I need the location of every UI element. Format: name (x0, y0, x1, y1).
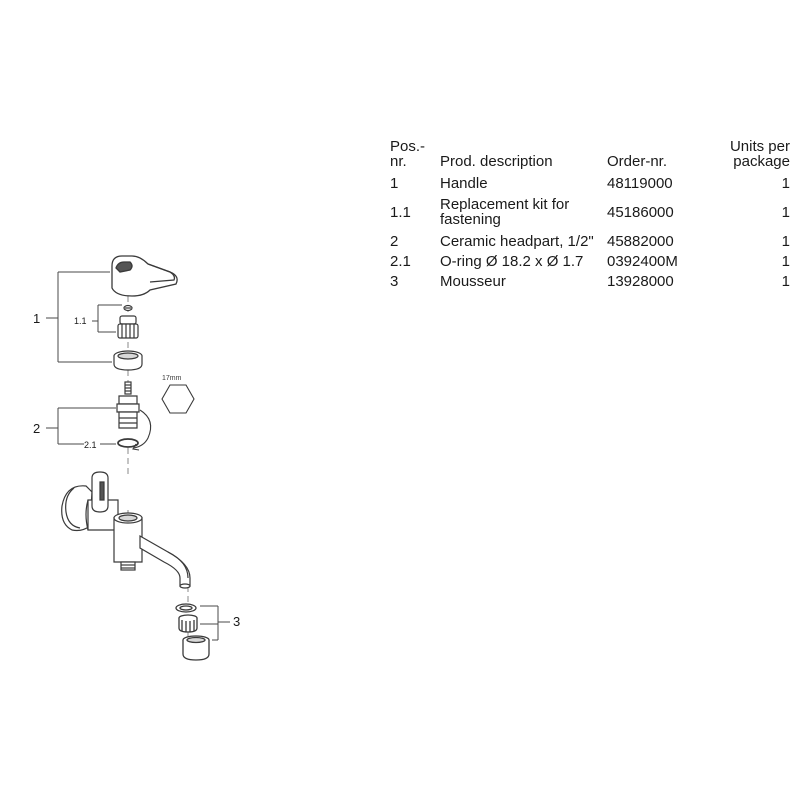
cell-order: 45882000 (607, 232, 674, 250)
cell-units: 1 (781, 232, 790, 250)
cell-units: 1 (781, 252, 790, 270)
hex-wrench-icon (161, 384, 195, 414)
callout-3: 3 (233, 614, 240, 629)
cell-pos: 2.1 (390, 252, 411, 270)
callout-1-1: 1.1 (74, 316, 87, 326)
cell-pos: 1.1 (390, 203, 411, 221)
mousseur-part (175, 603, 210, 661)
parts-list-table: Pos.- nr. Prod. description Order-nr. Un… (390, 139, 790, 291)
table-row: 2 Ceramic headpart, 1/2" 45882000 1 (390, 231, 790, 251)
cell-units: 1 (781, 203, 790, 221)
cell-pos: 1 (390, 174, 399, 192)
table-row: 2.1 O-ring Ø 18.2 x Ø 1.7 0392400M 1 (390, 251, 790, 271)
callout-lines (46, 271, 230, 641)
ceramic-headpart-part (116, 381, 140, 429)
callout-2: 2 (33, 421, 40, 436)
header-units: Units per package (729, 138, 790, 170)
fastening-kit-part (117, 304, 139, 339)
callout-2-1: 2.1 (84, 440, 97, 450)
cell-description: Replacement kit for fastening (440, 196, 570, 228)
cell-order: 0392400M (607, 252, 678, 270)
wrench-size-label: 17mm (162, 375, 182, 382)
header-description: Prod. description (440, 153, 553, 170)
cell-pos: 2 (390, 232, 399, 250)
cell-pos: 3 (390, 272, 399, 290)
parts-table-header: Pos.- nr. Prod. description Order-nr. Un… (390, 139, 790, 173)
faucet-body-part (61, 471, 191, 589)
cell-units: 1 (781, 272, 790, 290)
cover-ring-part (113, 350, 143, 371)
callout-1: 1 (33, 311, 40, 326)
center-axis (127, 296, 189, 640)
cell-order: 13928000 (607, 272, 674, 290)
table-row: 1.1 Replacement kit for fastening 451860… (390, 193, 790, 231)
header-pos: Pos.- nr. (390, 138, 426, 170)
cell-description: Ceramic headpart, 1/2" (440, 232, 594, 250)
table-row: 3 Mousseur 13928000 1 (390, 271, 790, 291)
handle-part (111, 255, 178, 297)
header-order: Order-nr. (607, 153, 668, 170)
cell-description: O-ring Ø 18.2 x Ø 1.7 (440, 252, 584, 270)
cell-description: Mousseur (440, 272, 506, 290)
table-row: 1 Handle 48119000 1 (390, 173, 790, 193)
cell-order: 48119000 (607, 174, 673, 192)
cell-description: Handle (440, 174, 488, 192)
cell-order: 45186000 (607, 203, 674, 221)
o-ring-part (117, 438, 139, 448)
cell-units: 1 (781, 174, 790, 192)
